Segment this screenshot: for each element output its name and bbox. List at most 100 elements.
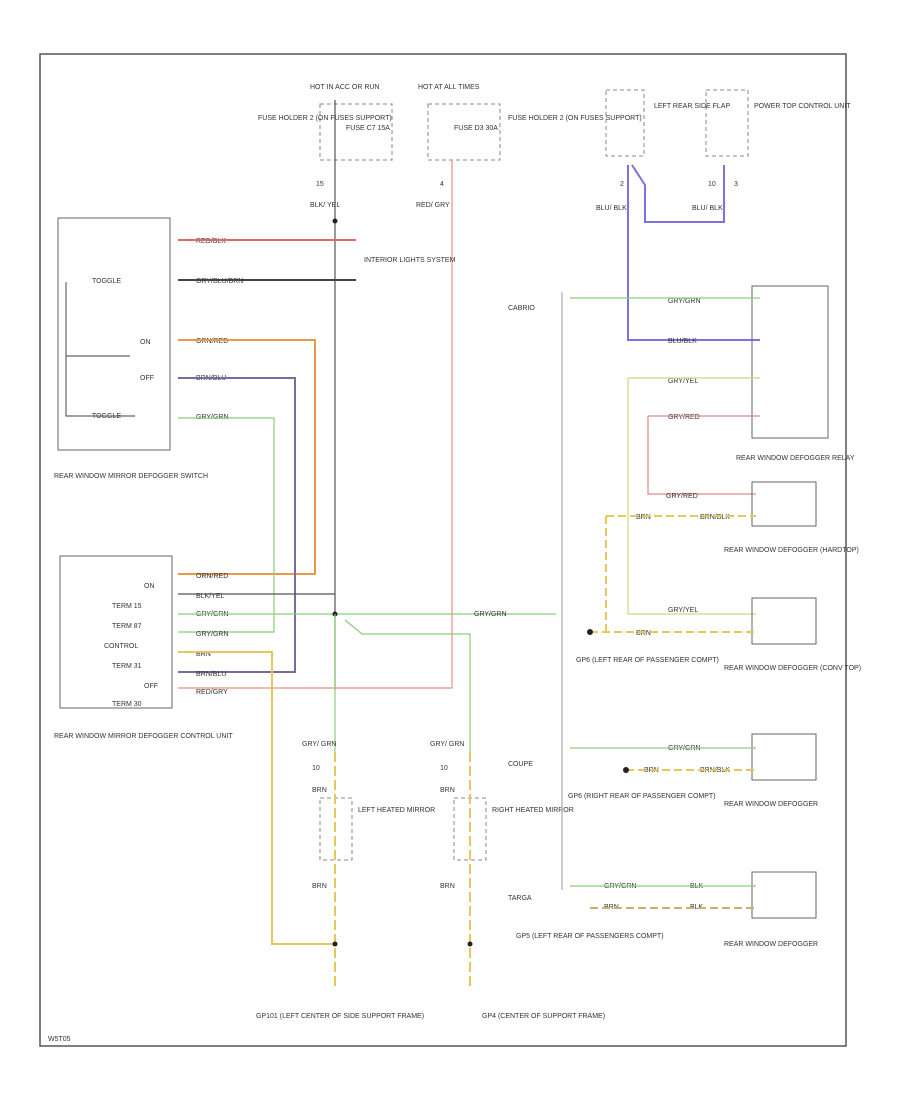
wire-brn-blu — [178, 377, 296, 673]
def-hardtop-wire-1: BRN — [636, 514, 651, 521]
mirror-left-brn: BRN — [312, 787, 327, 794]
defogger-switch-box — [57, 217, 171, 451]
defogger-relay-box — [751, 285, 829, 439]
def-targa-wire-2: BRN — [604, 904, 619, 911]
gp6-right-label: GP6 (RIGHT REAR OF PASSENGER COMPT) — [568, 793, 716, 800]
def-hardtop-wire-2: BRN/BLK — [700, 514, 730, 521]
wire-red-gry-trunk — [178, 160, 453, 689]
fuse-right-label: FUSE D3 30A — [454, 125, 498, 132]
pin-b-label: 10 — [708, 181, 716, 188]
term-0: ON — [144, 583, 155, 590]
defogger-conv-label: REAR WINDOW DEFOGGER (CONV TOP) — [724, 665, 861, 672]
fuse-left-label: FUSE C7 15A — [346, 125, 390, 132]
fuse-holder-left-label: FUSE HOLDER 2 (ON FUSES SUPPORT) — [258, 115, 392, 122]
power-top-control-box — [705, 89, 749, 157]
variant-shared-wire: GRY/GRN — [474, 611, 507, 618]
wire-left-label: BLK/ YEL — [310, 202, 340, 209]
cu-wire-0: ORN/RED — [196, 573, 228, 580]
right-mirror-label: RIGHT HEATED MIRROR — [492, 807, 574, 814]
fuse-holder-right-label: FUSE HOLDER 2 (ON FUSES SUPPORT) — [508, 115, 642, 122]
relay-wire-3: GRY/RED — [668, 414, 700, 421]
defogger-coupe-box — [751, 733, 817, 781]
switch-title: REAR WINDOW MIRROR DEFOGGER SWITCH — [54, 473, 208, 480]
gp4-label: GP4 (CENTER OF SUPPORT FRAME) — [482, 1013, 605, 1020]
switch-pos-0: TOGGLE — [92, 278, 121, 285]
term-5: OFF — [144, 683, 158, 690]
pin-c-label: 3 — [734, 181, 738, 188]
ground-gp6-left — [587, 629, 593, 635]
def-targa-wire-3: BLK — [690, 904, 704, 911]
left-rear-side-flap-label: LEFT REAR SIDE FLAP — [654, 103, 730, 110]
switch-wire-1: GRY/BLU/BRN — [196, 278, 243, 285]
defogger-targa-box — [751, 871, 817, 919]
left-mirror-label: LEFT HEATED MIRROR — [358, 807, 435, 814]
mirror-right-wire-top: GRY/ GRN — [430, 741, 465, 748]
switch-internal — [65, 282, 135, 417]
term-2: TERM 87 — [112, 623, 142, 630]
relay-wire-0: GRY/GRN — [668, 298, 701, 305]
wire-gry-grn-right-mirror — [344, 619, 471, 752]
defogger-hardtop-label: REAR WINDOW DEFOGGER (HARDTOP) — [724, 547, 859, 554]
left-rear-side-flap-box — [605, 89, 645, 157]
def-conv-wire-0: GRY/YEL — [668, 607, 698, 614]
term-4: TERM 31 — [112, 663, 142, 670]
variant-targa: TARGA — [508, 895, 532, 902]
defogger-hardtop-box — [751, 481, 817, 527]
wire-gry-red — [647, 415, 760, 495]
hot-at-all-times-label: HOT AT ALL TIMES — [418, 84, 480, 91]
pin-right-label: 4 — [440, 181, 444, 188]
cu-wire-1: BLK/YEL — [196, 593, 225, 600]
wire-b-label: BLU/ BLK — [692, 205, 723, 212]
hot-in-run-label: HOT IN ACC OR RUN — [310, 84, 380, 91]
wire-gry-grn-switch — [178, 417, 275, 633]
interior-lights-label: INTERIOR LIGHTS SYSTEM — [364, 257, 456, 264]
relay-wire-1: BLU/BLK — [668, 338, 697, 345]
cu-wire-6: RED/GRY — [196, 689, 228, 696]
pin-a-label: 2 — [620, 181, 624, 188]
fuse-holder-right-box — [427, 103, 501, 161]
defogger-coupe-label: REAR WINDOW DEFOGGER — [724, 801, 818, 808]
fuse-holder-left-box — [319, 103, 393, 161]
cu-wire-4: BRN — [196, 651, 211, 658]
mirror-left-wire-top: GRY/ GRN — [302, 741, 337, 748]
gp5-label: GP5 (LEFT REAR OF PASSENGERS COMPT) — [516, 933, 664, 940]
def-hardtop-wire-0: GRY/RED — [666, 493, 698, 500]
mirror-right-pin: 10 — [440, 765, 448, 772]
relay-title: REAR WINDOW DEFOGGER RELAY — [736, 455, 855, 462]
diagram-frame — [39, 53, 847, 1047]
splice-dot — [332, 218, 338, 224]
variant-coupe: COUPE — [508, 761, 533, 768]
cu-wire-5: BRN/BLU — [196, 671, 226, 678]
switch-pos-1: ON — [140, 339, 151, 346]
defogger-targa-label: REAR WINDOW DEFOGGER — [724, 941, 818, 948]
wire-a-label: BLU/ BLK — [596, 205, 627, 212]
footer-code: W5T05 — [48, 1036, 71, 1043]
splice-right-mirror — [467, 941, 473, 947]
mirror-left-pin: 10 — [312, 765, 320, 772]
splice-left-mirror — [332, 941, 338, 947]
pin-left-label: 15 — [316, 181, 324, 188]
gp101-label: GP101 (LEFT CENTER OF SIDE SUPPORT FRAME… — [256, 1013, 424, 1020]
term-3: CONTROL — [104, 643, 138, 650]
mirror-left-brn-bottom: BRN — [312, 883, 327, 890]
wire-gry-yel — [627, 377, 760, 615]
wire-blu-blk-relay — [627, 165, 760, 341]
switch-wire-2: ORN/RED — [196, 338, 228, 345]
wire-blu-blk-flap — [631, 164, 725, 223]
wire-right-label: RED/ GRY — [416, 202, 450, 209]
defogger-conv-box — [751, 597, 817, 645]
gp6-left-label: GP6 (LEFT REAR OF PASSENGER COMPT) — [576, 657, 719, 664]
ground-gp6-right — [623, 767, 629, 773]
variant-cabrio: CABRIO — [508, 305, 535, 312]
control-unit-box — [59, 555, 173, 709]
cu-wire-3: GRY/GRN — [196, 631, 229, 638]
switch-wire-0: RED/BLK — [196, 238, 226, 245]
def-conv-wire-1: BRN — [636, 630, 651, 637]
power-top-control-label: POWER TOP CONTROL UNIT — [754, 103, 851, 110]
term-6: TERM 30 — [112, 701, 142, 708]
term-1: TERM 15 — [112, 603, 142, 610]
switch-pos-2: OFF — [140, 375, 154, 382]
wire-brn-term31 — [178, 651, 335, 945]
wire-orn-red — [178, 339, 316, 575]
